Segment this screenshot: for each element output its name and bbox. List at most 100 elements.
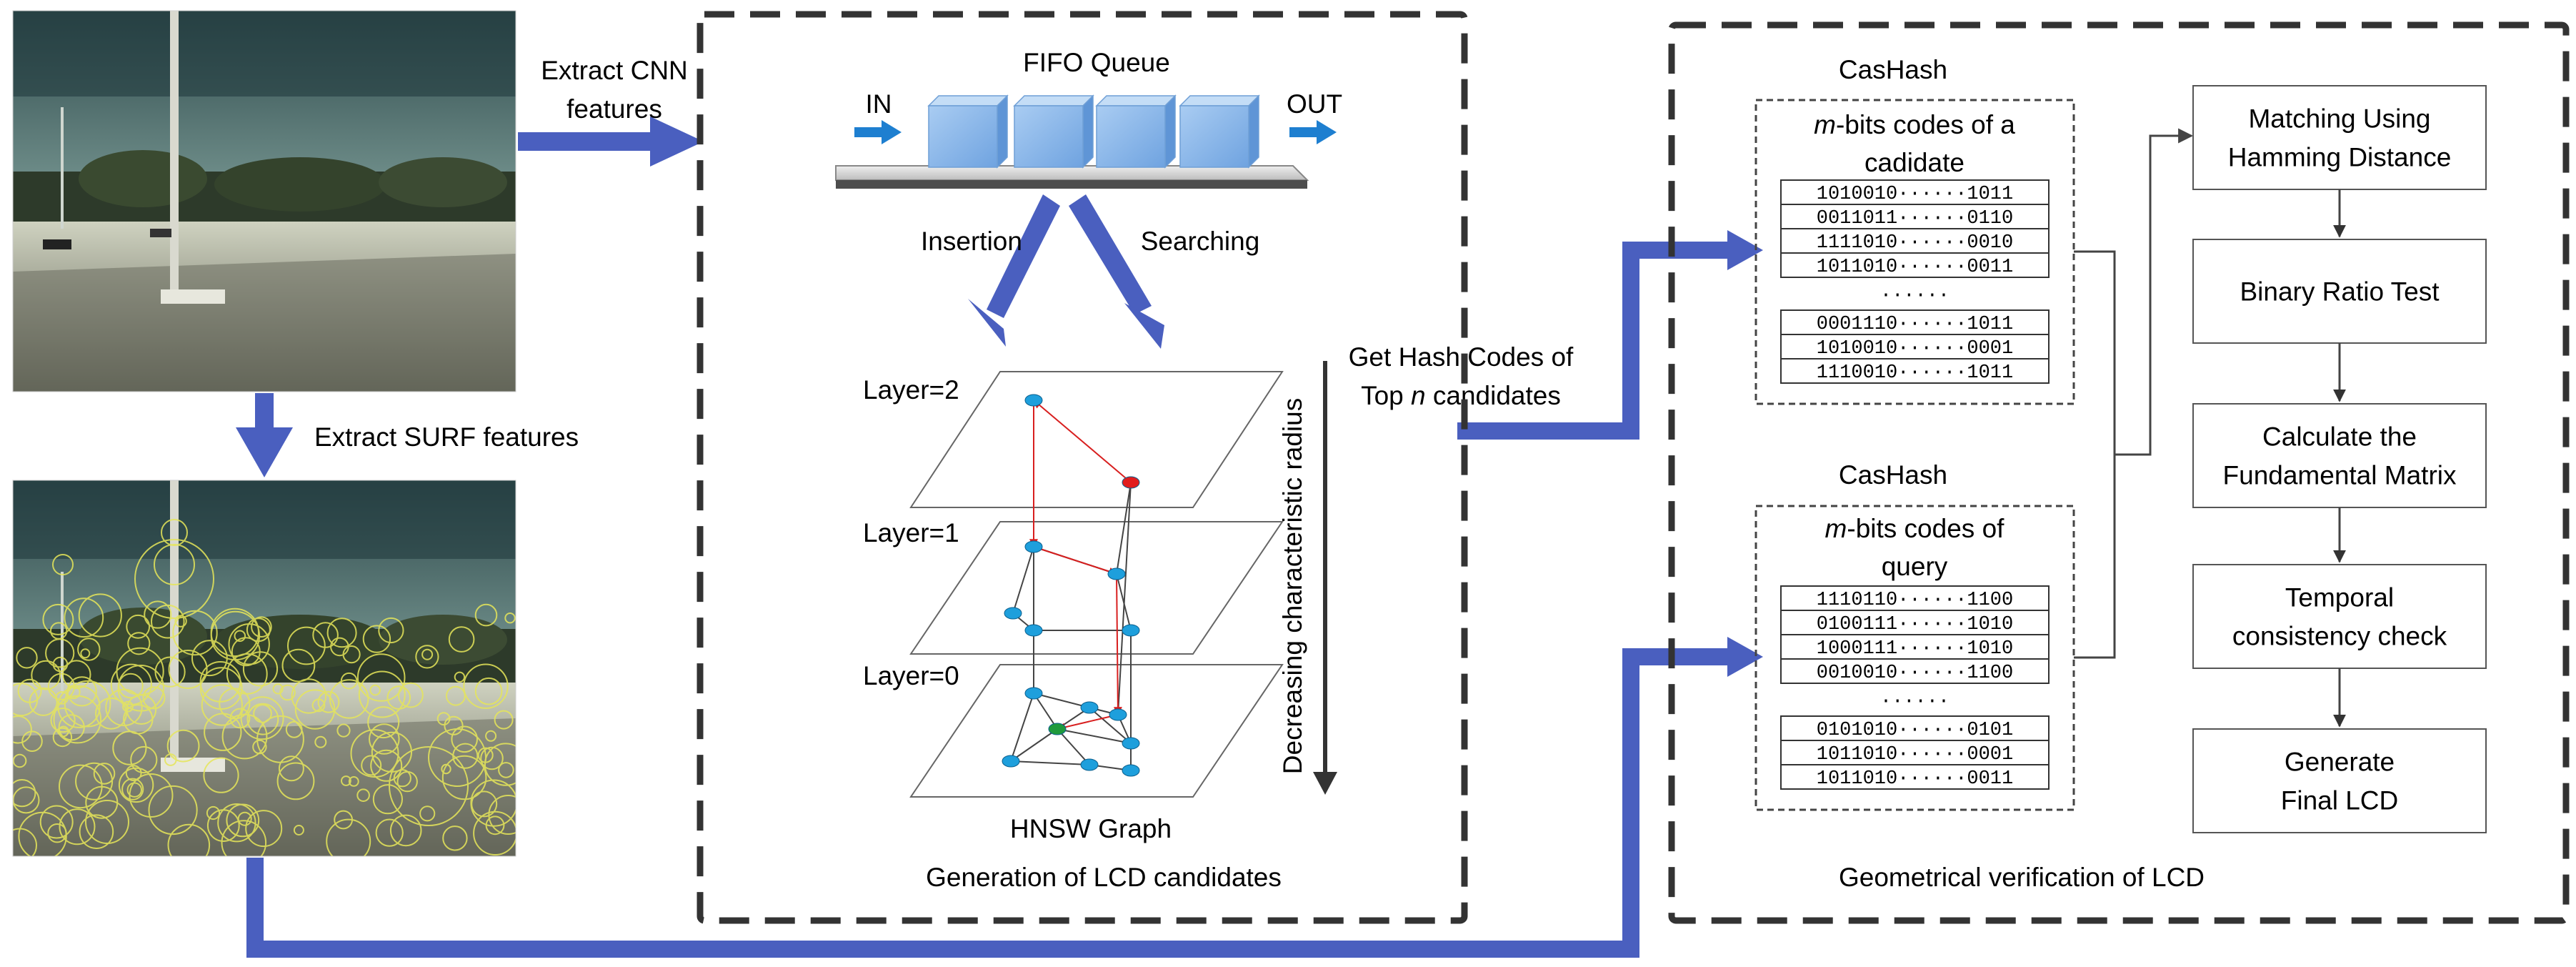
hash-code-row: 1010010······0001: [1817, 338, 2013, 359]
graph-node: [1109, 708, 1127, 721]
candidate-code-table: 1010010······10110011011······0110111101…: [1780, 179, 2050, 384]
surf-keypoint: [204, 713, 242, 751]
surf-keypoint: [256, 715, 304, 763]
surf-keypoint: [234, 630, 246, 643]
surf-keypoint: [291, 678, 326, 714]
verification-panel: [1668, 21, 2570, 924]
surf-keypoint: [369, 723, 400, 755]
surf-keypoint: [494, 710, 514, 730]
hash-code-row: 1000111······1010: [1817, 638, 2013, 660]
surf-keypoint: [348, 776, 359, 787]
layer-plane-1: [909, 521, 1284, 655]
surf-keypoint: [419, 805, 436, 822]
surf-keypoint: [161, 519, 188, 546]
verification-caption: Geometrical verification of LCD: [1839, 863, 2205, 892]
surf-keypoint: [116, 647, 164, 696]
layer-0-label: Layer=0: [863, 661, 959, 690]
surf-keypoint: [117, 665, 165, 712]
surf-keypoint: [201, 684, 243, 726]
queue-cube: [1013, 94, 1094, 169]
surf-keypoint: [314, 735, 327, 748]
surf-keypoint: [166, 729, 200, 763]
hash-code-ellipsis: ······: [1880, 285, 1950, 307]
surf-keypoint: [245, 810, 283, 848]
surf-keypoint: [148, 785, 198, 835]
graph-node: [1122, 737, 1140, 750]
surf-keypoint: [272, 683, 284, 695]
search-path-edge: [1113, 573, 1122, 716]
surf-keypoint: [369, 684, 381, 696]
surf-keypoint: [415, 645, 439, 669]
surf-keypoint: [278, 755, 304, 782]
surf-keypoint: [246, 618, 271, 643]
surf-keypoint: [375, 818, 404, 847]
surf-keypoint: [294, 689, 336, 730]
graph-edge: [1033, 693, 1090, 708]
lcd-candidates-panel: [697, 11, 1468, 924]
surf-keypoint: [326, 818, 371, 856]
queue-out-arrow: [1289, 120, 1337, 144]
surf-keypoint: [42, 603, 74, 635]
hash-code-row: 1110010······1011: [1817, 362, 2013, 384]
queue-cube: [1179, 94, 1260, 169]
surf-keypoint: [341, 775, 351, 786]
surf-keypoint: [174, 615, 187, 628]
surf-keypoint: [389, 814, 422, 847]
surf-keypoint: [13, 828, 37, 856]
surf-keypoint: [164, 753, 177, 766]
graph-node: [1107, 567, 1126, 580]
surf-keypoint: [251, 616, 272, 638]
surf-keypoint: [361, 755, 382, 776]
surf-keypoint: [441, 763, 451, 775]
surf-keypoint: [504, 613, 516, 624]
surf-keypoint: [442, 825, 468, 851]
layer-1-label: Layer=1: [863, 518, 959, 547]
search-path-edge: [1056, 714, 1119, 732]
surf-keypoint: [378, 617, 404, 644]
hash-code-row: 1111010······0010: [1817, 232, 2013, 254]
graph-node: [1002, 755, 1020, 768]
bottom-photo: [13, 480, 516, 856]
queue-cube: [927, 94, 1009, 169]
verification-step-box: Binary Ratio Test: [2192, 239, 2487, 344]
surf-keypoint: [356, 788, 370, 802]
surf-keypoint: [47, 823, 67, 843]
graph-edge: [1057, 728, 1090, 765]
surf-keypoint: [21, 730, 43, 752]
graph-edge: [1057, 728, 1132, 744]
surf-keypoint: [167, 823, 211, 856]
insertion-searching-arrows: [968, 194, 1164, 349]
surf-keypoint: [191, 640, 228, 677]
surf-keypoint: [498, 762, 514, 778]
graph-node: [1024, 540, 1043, 553]
queue-in-label: IN: [866, 89, 892, 119]
graph-edge: [1012, 546, 1034, 614]
hash-code-row: 1110110······1100: [1817, 590, 2013, 611]
surf-keypoint: [13, 779, 36, 808]
get-hash-label-line1: Get Hash Codes of: [1349, 342, 1574, 372]
verification-step-label: consistency check: [2232, 622, 2447, 651]
surf-keypoint: [206, 805, 221, 820]
surf-keypoint: [134, 539, 214, 619]
surf-keypoint: [199, 667, 243, 710]
cashash-query-title: CasHash: [1839, 460, 1947, 490]
surf-keypoint: [57, 685, 101, 728]
surf-keypoint: [210, 608, 259, 658]
queue-cube: [1095, 94, 1177, 169]
surf-keypoint: [470, 779, 516, 827]
hash-code-row: 1011010······0011: [1817, 768, 2013, 790]
surf-keypoint: [59, 808, 96, 845]
graph-edge: [1010, 760, 1090, 765]
extract-surf-label: Extract SURF features: [314, 422, 579, 452]
hash-code-row: 1011010······0001: [1817, 744, 2013, 765]
extract-cnn-label-line1: Extract CNN: [541, 56, 688, 85]
graph-node: [1080, 701, 1099, 714]
hash-code-row: 0101010······0101: [1817, 720, 2013, 741]
searching-label: Searching: [1141, 227, 1260, 256]
surf-keypoint: [112, 730, 147, 765]
cashash-candidate-title: CasHash: [1839, 55, 1947, 84]
surf-keypoint: [127, 632, 151, 655]
hash-code-row: 1011010······0011: [1817, 257, 2013, 278]
surf-keypoint: [326, 618, 357, 648]
